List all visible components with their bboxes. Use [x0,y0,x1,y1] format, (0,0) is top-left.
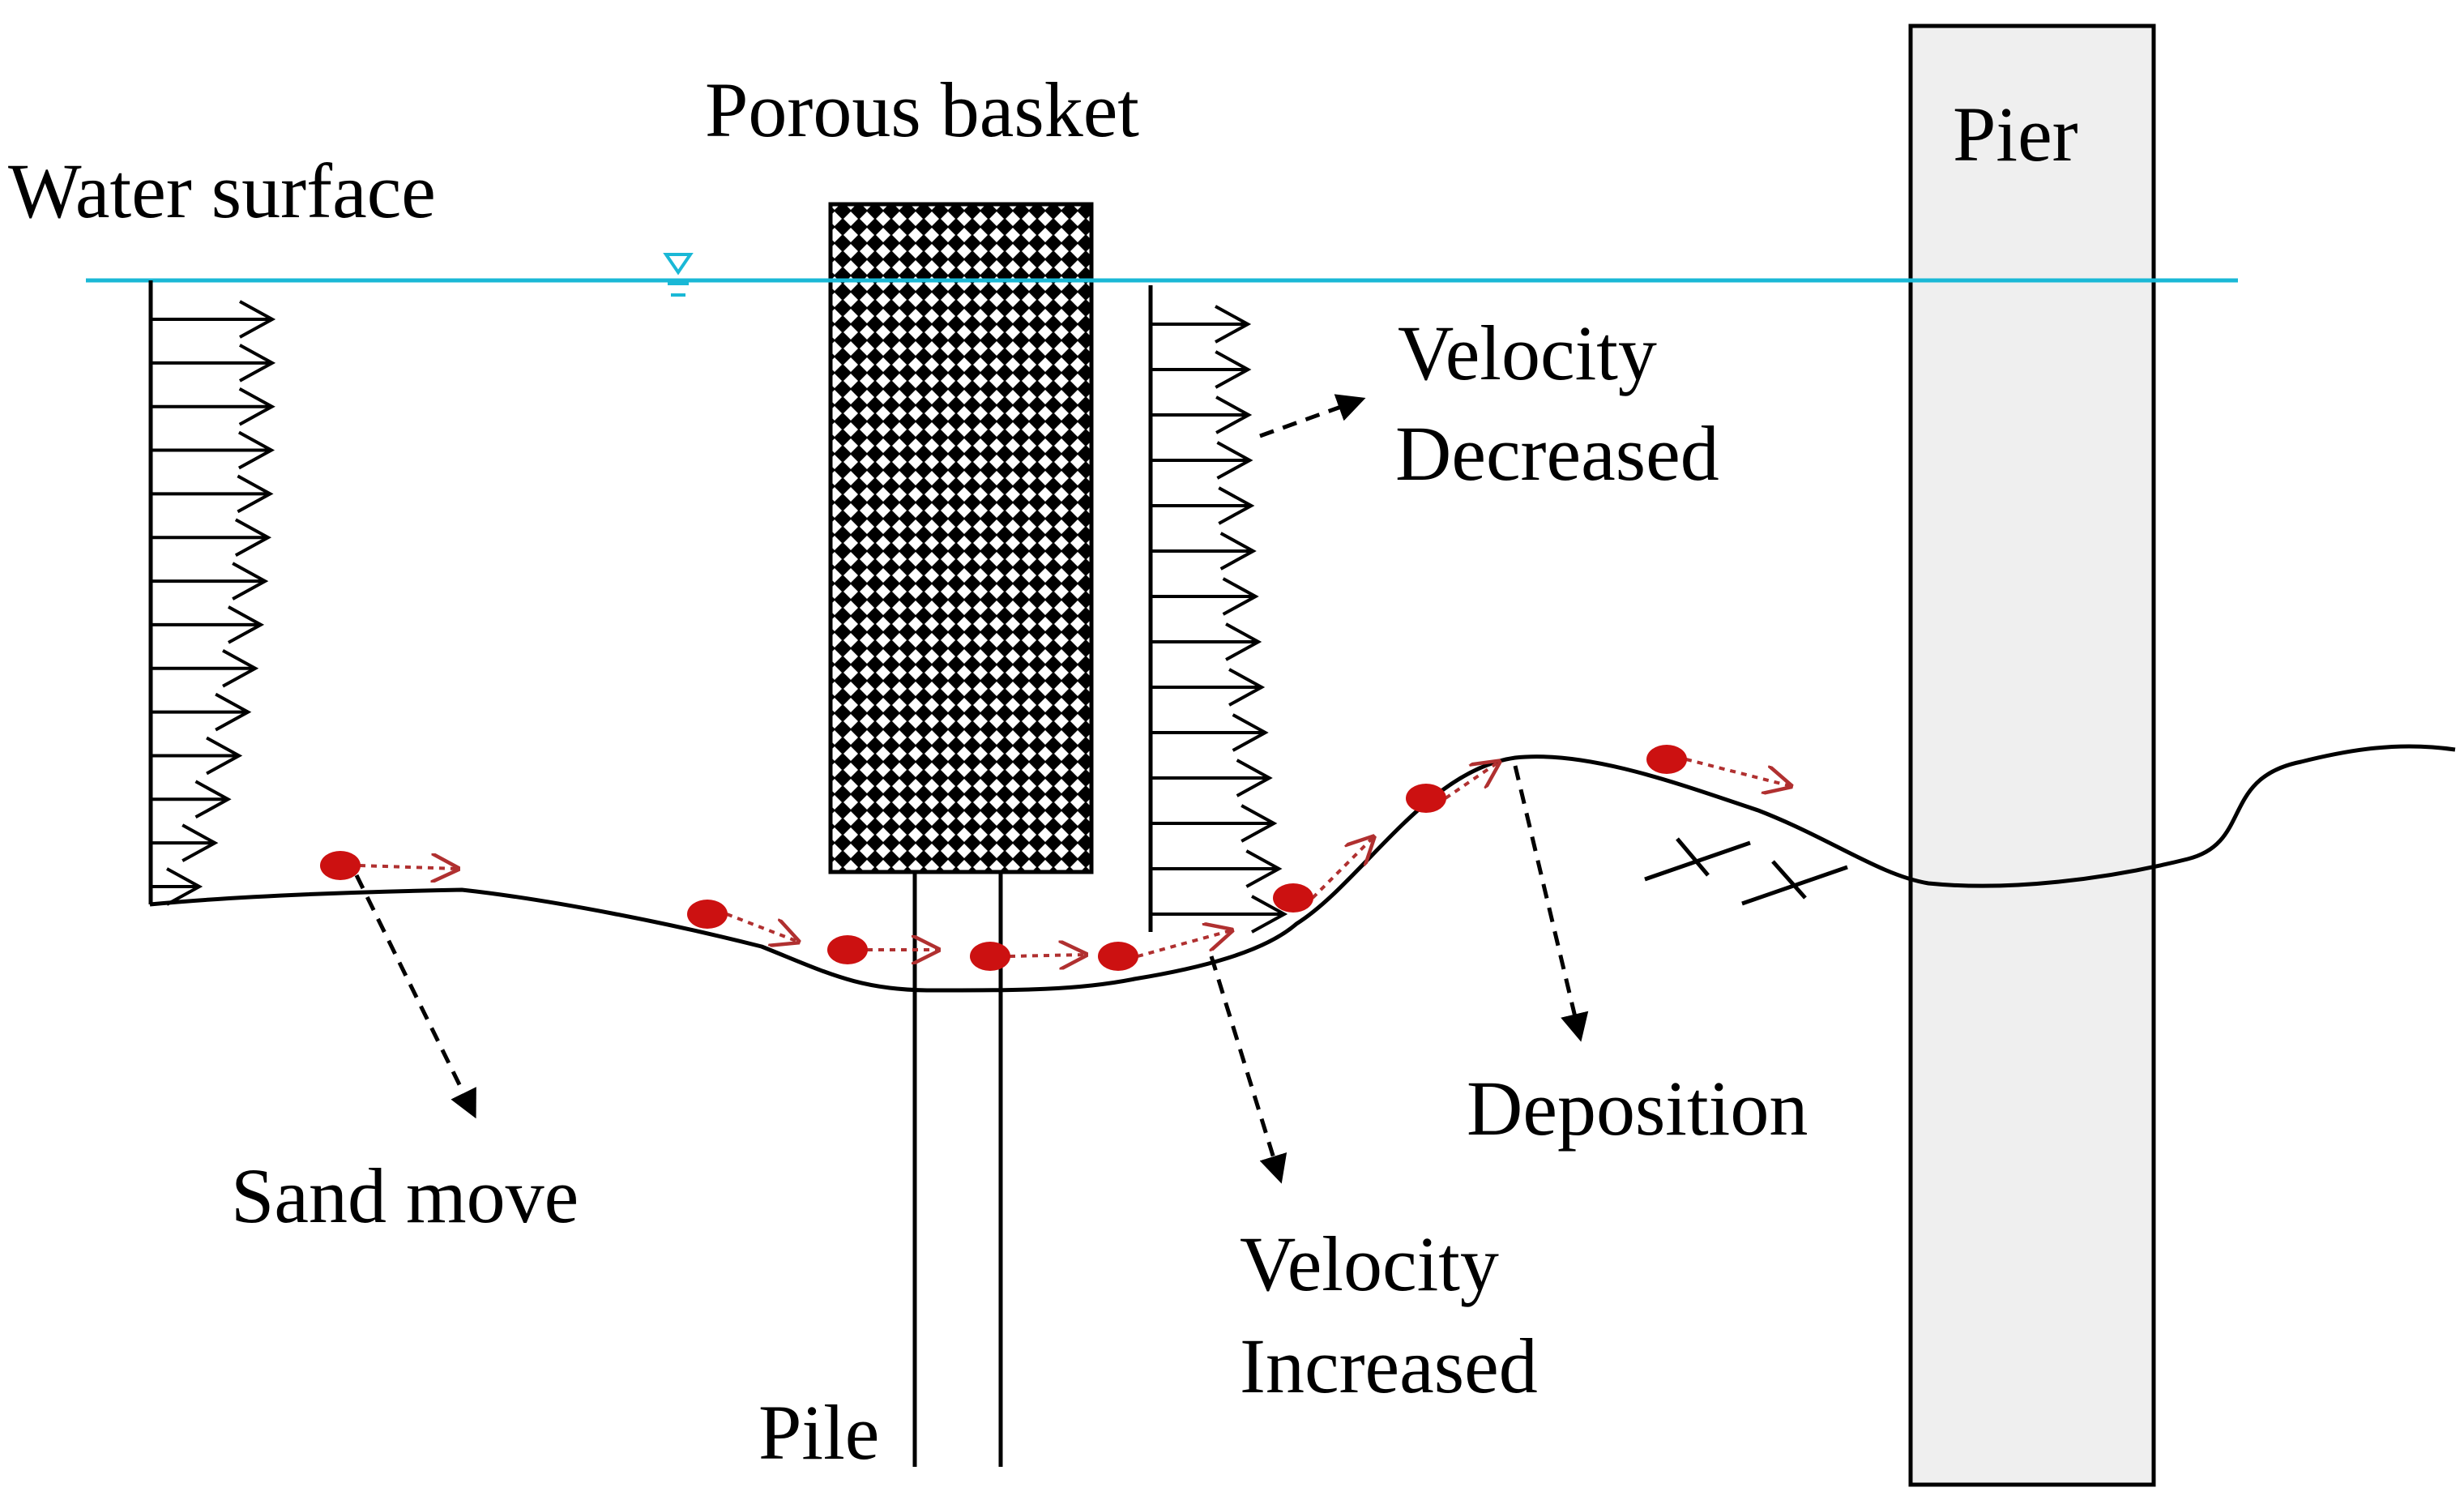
sand-particle [320,851,458,880]
velocity-decreased-arrow [1259,394,1366,438]
porous-basket [828,202,1094,874]
velocity-arrow [151,300,276,339]
velocity-decreased-label-line2: Decreased [1395,410,1719,497]
sand-particle [970,942,1086,971]
sand-move-label: Sand move [231,1152,579,1239]
velocity-arrow [1151,305,1252,344]
velocity-arrow [1151,713,1269,752]
sand-particle [827,935,938,964]
velocity-arrow [1151,350,1252,389]
velocity-arrow [151,823,219,862]
deposition-label: Deposition [1467,1065,1808,1152]
velocity-arrow [151,649,259,688]
water-surface-label: Water surface [8,147,436,234]
sand-particle [1406,762,1499,813]
sand-particle [1273,837,1373,913]
sand-particle [687,900,798,942]
velocity-increased-label-line1: Velocity [1240,1220,1499,1307]
sand-particles [320,745,1791,971]
velocity-arrow [1151,486,1255,525]
velocity-arrow [151,562,269,601]
sand-particle [1646,745,1791,786]
porous-basket-label: Porous basket [705,66,1139,153]
deposition-arrow [1513,765,1589,1042]
velocity-arrow [151,867,203,906]
velocity-arrow [1151,668,1266,707]
pile-label: Pile [758,1389,879,1476]
velocity-increased-label-line2: Increased [1240,1323,1538,1409]
velocity-arrow [1151,441,1253,480]
pier [1908,24,2156,1487]
velocity-profile-downstream [1148,285,1288,934]
velocity-arrow [1151,804,1278,843]
velocity-arrow [151,692,252,732]
velocity-arrow [151,344,276,383]
velocity-arrow [1151,759,1273,797]
velocity-arrow [1151,577,1259,616]
velocity-arrow [151,518,272,557]
velocity-increased-arrow [1209,955,1288,1184]
velocity-arrow [1151,395,1253,434]
sand-particle [1098,930,1232,971]
velocity-arrow [151,780,232,819]
velocity-arrow [1151,532,1257,571]
velocity-arrow [151,605,265,644]
sand-move-arrow [354,874,476,1119]
velocity-arrow [1151,849,1283,888]
velocity-profile-upstream [148,280,276,906]
pier-label: Pier [1953,91,2078,177]
triangle-down-icon [663,253,694,297]
velocity-decreased-label-line1: Velocity [1398,310,1657,396]
velocity-arrow [151,387,275,426]
velocity-arrow [151,474,274,514]
cross-marks-icon [1644,837,1848,906]
bed-profile-line [149,744,2456,993]
velocity-arrow [1151,895,1288,934]
velocity-arrow [151,430,275,470]
velocity-arrow [151,736,243,776]
velocity-arrow [1151,622,1262,661]
